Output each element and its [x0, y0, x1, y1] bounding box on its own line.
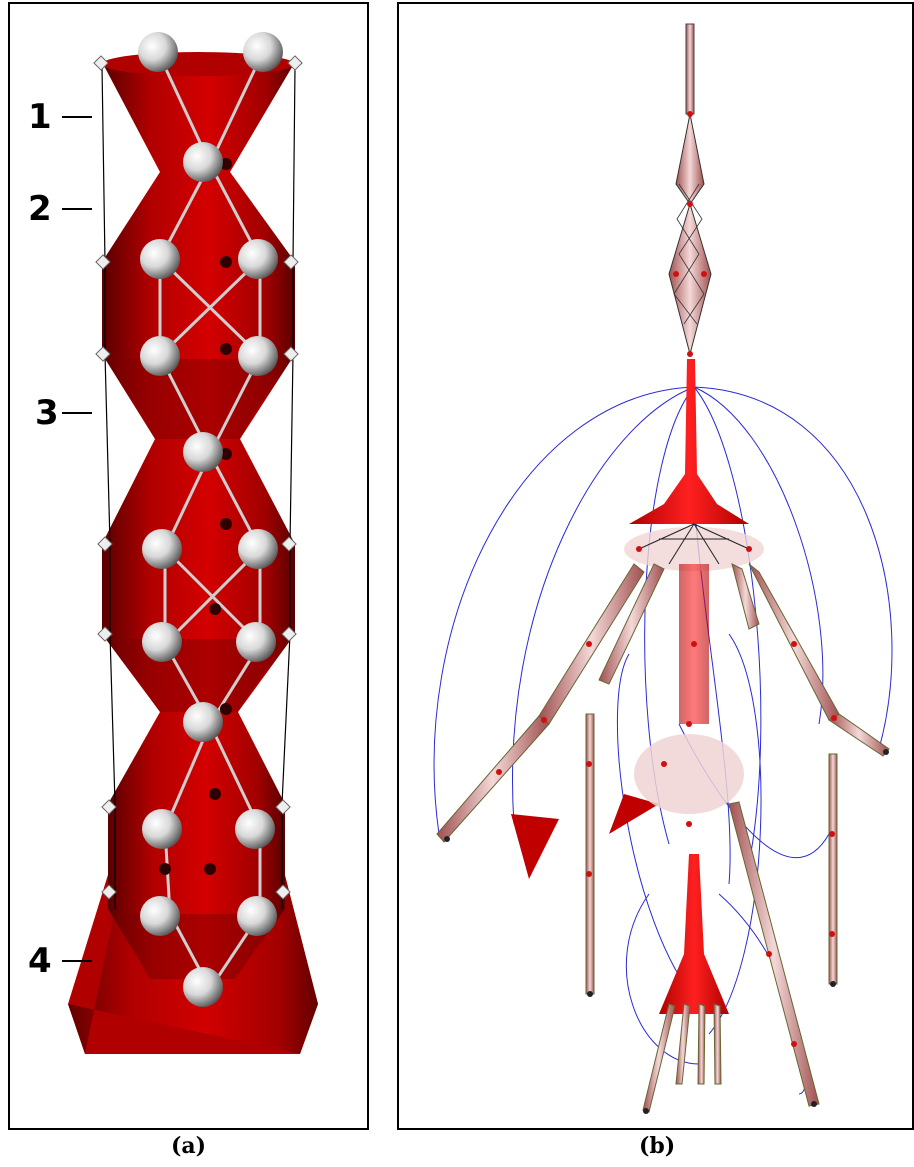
segment-label-1: 1 — [28, 100, 52, 134]
diagonal-leg — [729, 802, 819, 1106]
panel-b — [397, 2, 914, 1130]
segment-tick-4 — [62, 960, 92, 962]
upper-link — [676, 114, 704, 204]
caption-a: (a) — [171, 1133, 206, 1159]
segment-label-2: 2 — [28, 192, 52, 226]
left-leg — [586, 714, 594, 994]
caption-b: (b) — [639, 1133, 675, 1159]
articulated-figure — [399, 4, 912, 1128]
panel-a: 1 2 3 4 — [8, 2, 369, 1130]
feet — [643, 1004, 721, 1112]
neck-rod — [686, 24, 694, 114]
right-forearm — [829, 714, 889, 756]
right-leg — [829, 754, 837, 984]
head-link — [669, 204, 711, 354]
red-cone-left — [511, 814, 559, 879]
segment-label-3: 3 — [35, 396, 59, 430]
segment-label-4: 4 — [28, 944, 52, 978]
segment-tick-1 — [62, 116, 92, 118]
segment-tick-3 — [62, 412, 92, 414]
joint-nodes — [496, 111, 837, 1047]
lower-red-trunk — [659, 854, 729, 1014]
segment-tick-2 — [62, 208, 92, 210]
red-trunk — [629, 359, 749, 524]
hip-disk — [634, 734, 744, 814]
